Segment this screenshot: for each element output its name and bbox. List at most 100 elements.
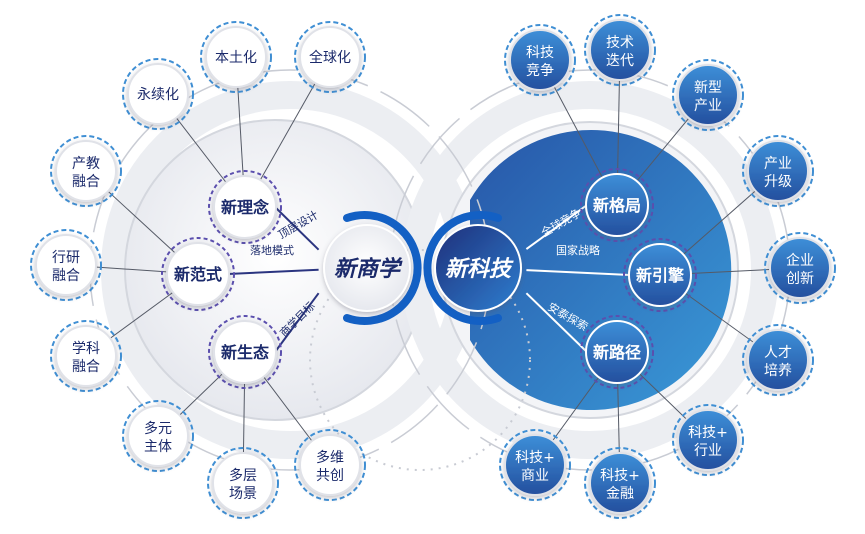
node-label: 科技+ (515, 450, 555, 466)
node-label: 行研 (52, 250, 80, 266)
center-circle (434, 224, 522, 312)
center-label: 新科技 (445, 256, 514, 282)
node-circle (589, 452, 651, 514)
node-circle (212, 452, 274, 514)
node-circle (585, 173, 649, 237)
link-line (227, 268, 319, 275)
dashed-ring (122, 400, 194, 472)
center-label: 新商学 (334, 256, 403, 282)
node-label: 产教 (72, 156, 100, 172)
node-label: 创新 (786, 271, 814, 287)
node-circle (213, 175, 277, 239)
blue-arc (343, 211, 422, 325)
inner-label: 新理念 (221, 198, 270, 217)
dashed-ring (294, 21, 366, 93)
node-circle (509, 29, 571, 91)
node-label: 人才 (764, 345, 792, 361)
dashed-ring (208, 315, 282, 389)
node-label: 场景 (229, 486, 257, 502)
dashed-ring (294, 429, 366, 501)
node-label: 本土化 (215, 50, 257, 66)
node-circle (677, 64, 739, 126)
node-label: 多元 (144, 420, 172, 437)
node-circle (127, 63, 189, 125)
dashed-ring (742, 135, 814, 207)
node-circle (55, 325, 117, 387)
outer-node: 科技+ 商业 (499, 429, 571, 501)
inner-label: 新范式 (174, 265, 222, 284)
blue-arc (423, 211, 502, 325)
dashed-ring (200, 21, 272, 93)
link-line (525, 204, 588, 250)
dashed-ring (764, 232, 836, 304)
inner-node: 新范式 (161, 237, 235, 311)
node-circle (213, 320, 277, 384)
dashed-ring (30, 229, 102, 301)
dashed-ring (208, 170, 282, 244)
node-label: 共创 (316, 468, 344, 484)
node-circle (589, 19, 651, 81)
node-label: 产业 (694, 98, 722, 114)
node-circle (677, 409, 739, 471)
link-line (525, 292, 588, 353)
link-label-1: 国家战略 (556, 243, 600, 257)
node-circle (628, 243, 692, 307)
node-label: 全球化 (309, 49, 351, 66)
dashed-ring (50, 135, 122, 207)
dashed-ring (499, 429, 571, 501)
node-label: 融合 (52, 268, 80, 284)
outer-node: 本土化 (200, 21, 272, 93)
node-circle (747, 140, 809, 202)
node-circle (747, 329, 809, 391)
link-line (274, 292, 320, 353)
node-circle (35, 234, 97, 296)
inner-label: 新生态 (221, 343, 269, 362)
dashed-ring (742, 324, 814, 396)
node-label: 科技 (526, 45, 554, 61)
dashed-ring (207, 447, 279, 519)
center-xinkeji: 新科技 (423, 211, 522, 325)
node-label: 金融 (606, 486, 634, 502)
link-line (526, 269, 631, 276)
outer-node: 永续化 (122, 58, 194, 130)
inner-label: 新引擎 (636, 266, 685, 285)
dashed-ring (623, 238, 697, 312)
node-label: 学科 (72, 341, 100, 357)
node-label: 多层 (229, 467, 257, 484)
node-label: 科技+ (600, 468, 640, 484)
outer-node: 科技+ 行业 (672, 404, 744, 476)
node-label: 升级 (764, 174, 792, 190)
node-label: 行业 (694, 443, 722, 459)
outer-node: 科技+ 金融 (584, 447, 656, 519)
inner-node: 新生态 (208, 315, 282, 389)
node-label: 科技+ (688, 425, 728, 441)
link-line (274, 206, 320, 251)
inner-node: 新格局 (580, 168, 654, 242)
dashed-ring (122, 58, 194, 130)
dashed-ring (672, 59, 744, 131)
node-label: 技术 (606, 35, 634, 51)
node-circle (205, 26, 267, 88)
node-label: 融合 (72, 174, 100, 190)
dashed-ring (50, 320, 122, 392)
node-circle (299, 434, 361, 496)
dashed-ring (584, 14, 656, 86)
node-label: 迭代 (606, 53, 634, 69)
node-label: 企业 (786, 252, 814, 269)
node-label: 商业 (521, 468, 549, 484)
outer-node: 全球化 (294, 21, 366, 93)
node-label: 新型 (694, 80, 722, 96)
node-circle (769, 237, 831, 299)
node-circle (127, 405, 189, 467)
